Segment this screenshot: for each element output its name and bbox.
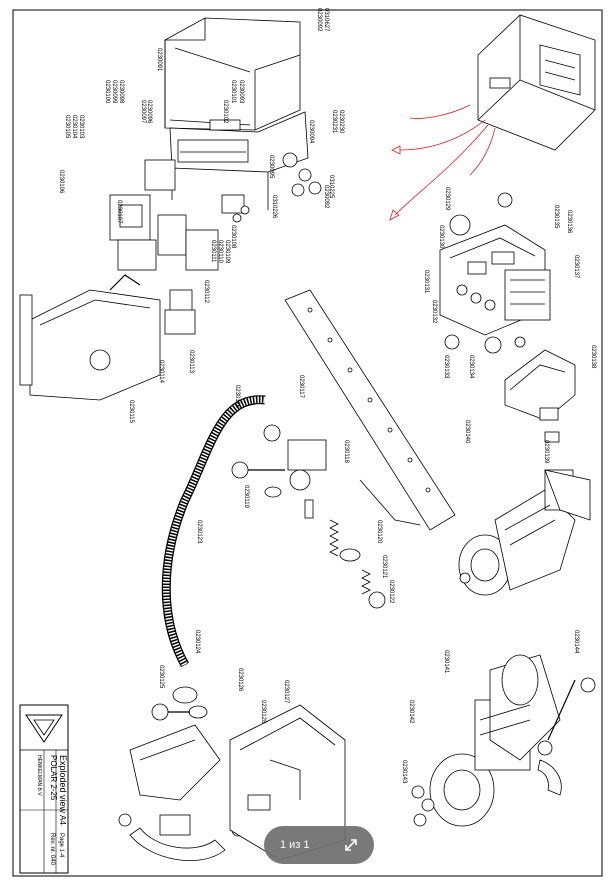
expand-diagonal-icon[interactable] [342, 836, 360, 854]
part-label: 0230110 [217, 240, 223, 264]
part-label: 0230124 [194, 630, 200, 654]
part-label: 0230114 [158, 360, 164, 384]
part-label: 0230092 [323, 185, 329, 209]
vacuum-pump-assembly [411, 654, 596, 827]
part-label: 0230134 [468, 355, 474, 379]
drawing-size: A4 [58, 815, 67, 825]
part-label: 0230140 [464, 420, 470, 444]
drawing-page: Page 1-4 [58, 833, 64, 858]
title-block: Exploded view POLAR 2-25 HENKELMAN B.V. … [19, 704, 69, 874]
pdf-viewer-toolbar: 1 из 1 [264, 826, 374, 864]
terminal-housing [169, 111, 309, 210]
part-label: 0230231 [331, 110, 337, 134]
henkelman-triangle-logo [25, 714, 63, 743]
part-label: 0310627 [323, 8, 329, 32]
drawing-rev: Rev. nr. 040 [49, 833, 55, 866]
explosion-arrows [389, 104, 496, 221]
part-label: 0230131 [423, 270, 429, 294]
page-indicator: 1 из 1 [280, 839, 310, 851]
part-label: 0310225 [328, 175, 334, 199]
part-label: 0230108 [230, 225, 236, 249]
part-label: 0230127 [283, 680, 289, 704]
part-label: 0230143 [401, 760, 407, 784]
control-panel [439, 192, 551, 354]
sheet-border [12, 9, 603, 877]
part-label: 0230116 [234, 385, 240, 409]
solenoid-valve [231, 439, 327, 519]
lower-frame [229, 704, 346, 861]
part-label: 0230141 [443, 650, 449, 674]
part-label: 0230096 [146, 100, 152, 124]
contactor-cluster [109, 119, 245, 335]
part-label: 0230137 [573, 255, 579, 279]
part-label: 0230099 [111, 80, 117, 104]
part-label: 0230132 [431, 300, 437, 324]
machine-overview [477, 14, 596, 151]
part-label: 0230102 [222, 100, 228, 124]
part-label: 0230104 [71, 115, 77, 139]
part-label: 0230230 [338, 110, 344, 134]
part-label: 0230122 [388, 580, 394, 604]
part-label: 0230100 [104, 80, 110, 104]
part-label: 0230092 [316, 8, 322, 32]
part-label: 0230115 [128, 400, 134, 424]
part-label: 0230126 [237, 668, 243, 692]
housing-cover [164, 17, 301, 131]
part-label: 0230112 [203, 280, 209, 304]
part-label: 0230094 [308, 120, 314, 144]
part-label: 0230095 [268, 155, 274, 179]
part-label: 0230118 [343, 440, 349, 464]
part-label: 0230107 [116, 200, 122, 224]
part-label: 0230123 [196, 520, 202, 544]
drawing-company: HENKELMAN B.V. [36, 755, 42, 797]
part-label: 0230093 [238, 80, 244, 104]
part-label: 0230117 [298, 375, 304, 399]
part-label: 0230125 [158, 665, 164, 689]
drawing-model: POLAR 2-25 [49, 755, 58, 801]
part-label: 0230128 [260, 700, 266, 724]
part-label: 0230101 [230, 80, 236, 104]
part-label: 0230103 [78, 115, 84, 139]
part-label: 0230133 [443, 355, 449, 379]
part-label: 0310226 [271, 195, 277, 219]
part-label: 0230139 [543, 440, 549, 464]
part-label: 0230119 [243, 485, 249, 509]
vacuum-hose [161, 395, 281, 668]
part-label: 0230106 [58, 170, 64, 194]
vacuum-pump [458, 469, 591, 596]
part-label: 0230142 [408, 700, 414, 724]
part-label: 0230120 [376, 520, 382, 544]
part-label: 0230135 [553, 205, 559, 229]
part-label: 0230130 [438, 225, 444, 249]
part-label: 0230138 [590, 345, 596, 369]
heating-plate [19, 274, 161, 401]
support-rail [284, 289, 456, 531]
part-label: 0230111 [210, 240, 216, 263]
part-label: 0230144 [573, 630, 579, 654]
part-label: 0230113 [188, 350, 194, 374]
part-label: 0230136 [566, 210, 572, 234]
part-label: 0230091 [156, 48, 162, 72]
part-label: 0230097 [140, 100, 146, 124]
coil-springs [329, 519, 386, 609]
part-labels: 0230091 0230092 0310627 0230231 0230230 … [58, 8, 596, 784]
part-label: 0230109 [224, 240, 230, 264]
support-bracket [504, 349, 576, 443]
part-label: 0230121 [381, 555, 387, 579]
cable-glands [232, 152, 322, 223]
part-label: 0230129 [444, 187, 450, 211]
part-label: 0230098 [118, 80, 124, 104]
part-label: 0230105 [64, 115, 70, 139]
drawing-title: Exploded view [58, 755, 68, 814]
